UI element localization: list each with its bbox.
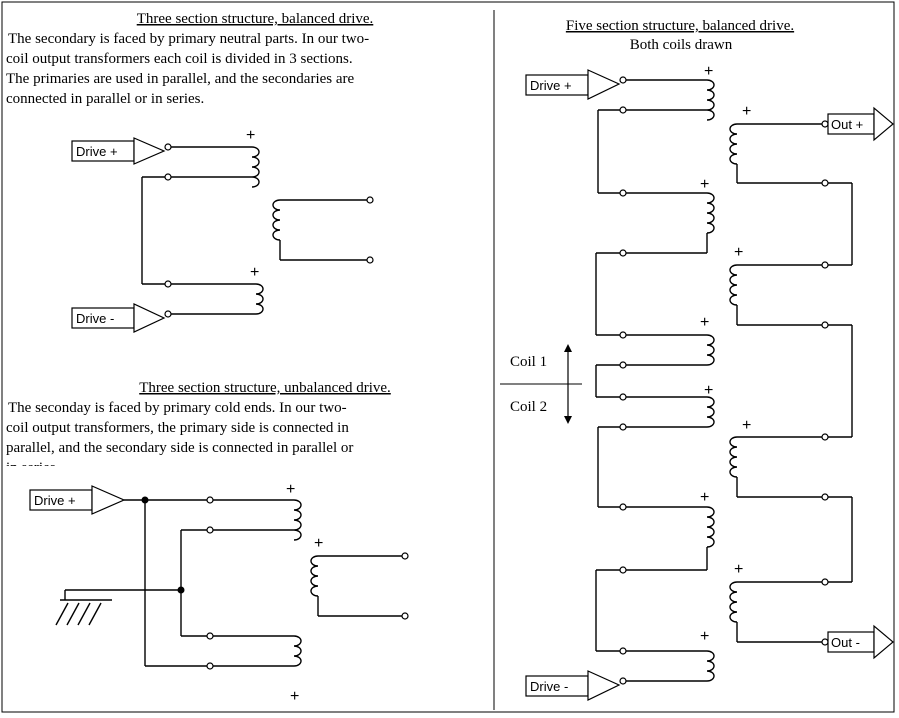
plus-mark: + [742, 103, 751, 120]
coil-2-label: Coil 2 [510, 399, 547, 415]
bottom-left-desc-line-3: parallel, and the secondary side is conn… [6, 440, 353, 456]
plus-mark: + [246, 127, 255, 144]
plus-mark: + [734, 561, 743, 578]
bottom-left-desc-line-4: in series. [6, 460, 59, 476]
drive-minus-amp [133, 303, 166, 333]
plus-mark: + [314, 535, 323, 552]
right-drive-plus-label: Drive + [530, 78, 572, 93]
right-drive-minus-amp [587, 670, 621, 701]
bottom-left-desc-line-1: The seconday is faced by primary cold en… [8, 400, 347, 416]
top-left-desc-line-4: connected in parallel or in series. [6, 91, 204, 107]
bottom-left-title: Three section structure, unbalanced driv… [139, 380, 391, 396]
right-subtitle: Both coils drawn [630, 37, 733, 53]
arrow-up-icon [564, 344, 572, 352]
plus-mark: + [290, 688, 299, 705]
top-left-title: Three section structure, balanced drive. [137, 11, 374, 27]
top-left-desc-line-3: The primaries are used in parallel, and … [6, 71, 355, 87]
drive-plus-label-unbalanced: Drive + [34, 493, 76, 508]
plus-mark: + [734, 244, 743, 261]
top-left-desc-line-1: The secondary is faced by primary neutra… [8, 31, 369, 47]
right-panel: Five section structure, balanced drive. … [500, 18, 894, 701]
bottom-left-desc-line-2: coil output transformers, the primary si… [6, 420, 349, 436]
plus-mark: + [700, 489, 709, 506]
right-title: Five section structure, balanced drive. [566, 18, 794, 34]
drive-minus-label: Drive - [76, 311, 114, 326]
plus-mark: + [704, 382, 713, 399]
plus-mark: + [700, 176, 709, 193]
plus-mark: + [742, 417, 751, 434]
drive-plus-label: Drive + [76, 144, 118, 159]
top-left-panel: Three section structure, balanced drive.… [6, 11, 374, 333]
out-plus-label: Out + [831, 117, 863, 132]
right-drive-plus-amp [587, 69, 621, 100]
out-plus-arrow [873, 106, 894, 142]
plus-mark: + [250, 264, 259, 281]
plus-mark: + [704, 63, 713, 80]
arrow-down-icon [564, 416, 572, 424]
drive-plus-amp [133, 137, 166, 165]
out-minus-arrow [873, 624, 894, 660]
drive-plus-amp-unbalanced [91, 485, 126, 515]
plus-mark: + [700, 314, 709, 331]
out-minus-label: Out - [831, 635, 860, 650]
bottom-left-panel: Three section structure, unbalanced driv… [6, 380, 409, 705]
plus-mark: + [700, 628, 709, 645]
right-drive-minus-label: Drive - [530, 679, 568, 694]
plus-mark: + [286, 481, 295, 498]
top-left-desc-line-2: coil output transformers each coil is di… [6, 51, 353, 67]
coil-1-label: Coil 1 [510, 354, 547, 370]
